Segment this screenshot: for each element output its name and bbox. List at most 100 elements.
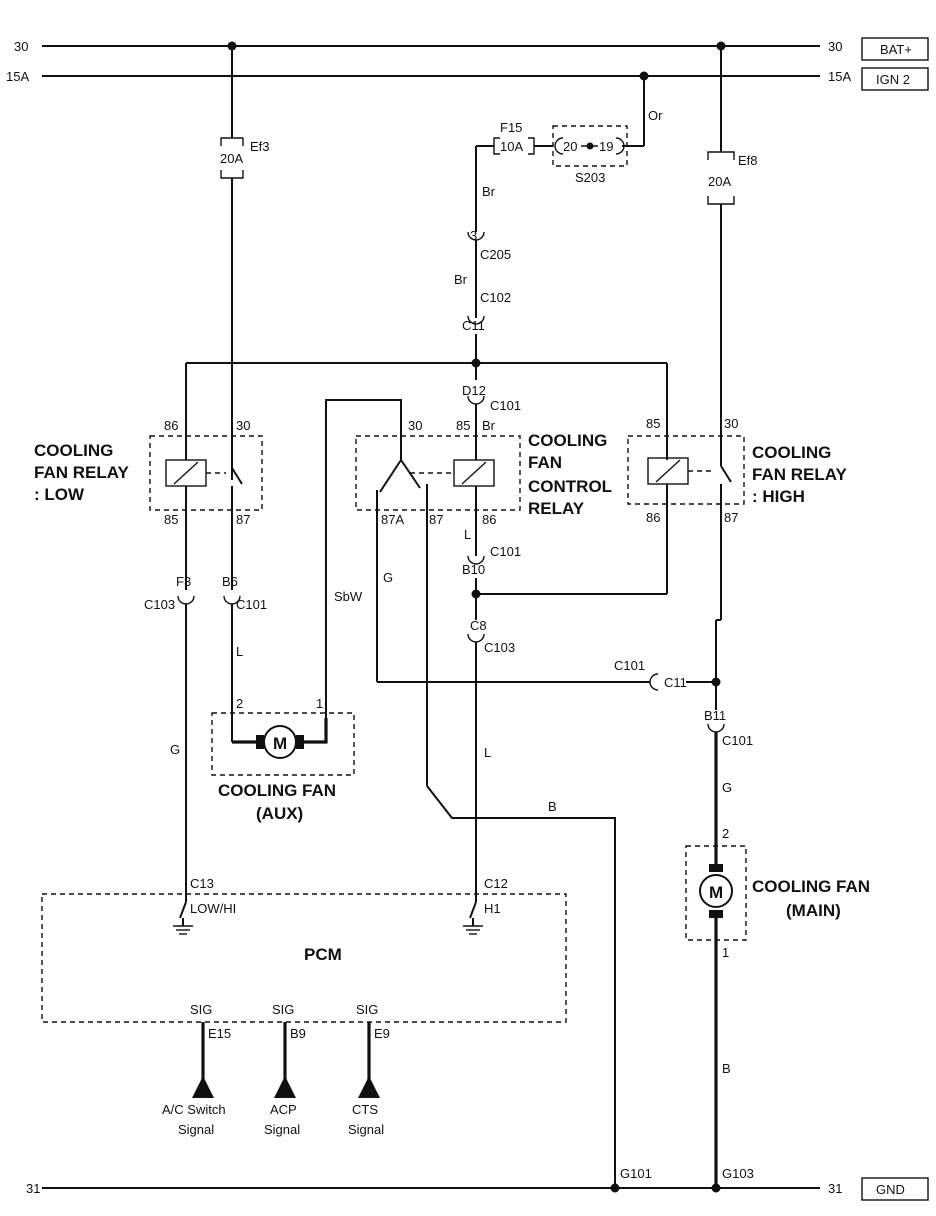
aux-motor-symbol: M (273, 734, 287, 753)
gnd-tag: GND (876, 1182, 905, 1197)
b-ground-path: B G101 (426, 785, 652, 1188)
control-86-path: L C101 B10 C8 C103 L (462, 510, 668, 896)
relay-ctrl-pin85: 85 (456, 418, 470, 433)
gnd-rail-right-label: 31 (828, 1181, 842, 1196)
b10-name: B10 (462, 562, 485, 577)
relay-high-pin85: 85 (646, 416, 660, 431)
s203-name: S203 (575, 170, 605, 185)
ef3-fuse: Ef3 20A (220, 46, 270, 480)
main-motor-symbol: M (709, 883, 723, 902)
c205-pin: 3 (470, 228, 477, 243)
b6-c101: C101 (236, 597, 267, 612)
bat-rail-left-label: 30 (14, 39, 28, 54)
b6-name: B6 (222, 574, 238, 589)
relay-high-pin30: 30 (724, 416, 738, 431)
main-fan-path: B11 C101 G 2 M 1 B G103 COOLING FAN (MAI… (685, 708, 870, 1188)
pcm-low-hi: LOW/HI (190, 901, 236, 916)
sig1-pin: E15 (208, 1026, 231, 1041)
pcm-h1: H1 (484, 901, 501, 916)
relay-ctrl-pin30: 30 (408, 418, 422, 433)
ign-rail-left-label: 15A (6, 69, 29, 84)
relay-low: 86 30 85 87 COOLING FAN RELAY : LOW (34, 418, 263, 527)
relay-feed-bus (185, 358, 668, 460)
d12-connector: D12 C101 Br (462, 383, 521, 460)
relay-low-title3: : LOW (34, 485, 85, 504)
ef3-name: Ef3 (250, 139, 270, 154)
sig2-name2: Signal (264, 1122, 300, 1137)
f3-c103: C103 (144, 597, 175, 612)
aux-title1: COOLING FAN (218, 781, 336, 800)
aux-pin1: 1 (316, 696, 323, 711)
gnd-rail: 31 31 GND (26, 1177, 929, 1201)
gnd-rail-left-label: 31 (26, 1181, 40, 1196)
pcm-sig-ac: SIG E15 A/C Switch Signal (162, 1002, 231, 1137)
low-relay-85-path: F3 C103 G (144, 510, 195, 896)
sig1-name1: A/C Switch (162, 1102, 226, 1117)
wire-g-low: G (170, 742, 180, 757)
pcm-module: PCM C13 LOW/HI C12 H1 SIG E15 A/C Switch… (41, 876, 567, 1137)
wire-b-ground: B (548, 799, 557, 814)
g-87a-path: G C101 C11 (377, 510, 722, 710)
wire-br-1: Br (482, 184, 496, 199)
relay-low-pin30: 30 (236, 418, 250, 433)
sig2-label: SIG (272, 1002, 294, 1017)
cooling-fan-aux: M 2 1 COOLING FAN (AUX) (211, 696, 355, 823)
wire-g-main: G (722, 780, 732, 795)
bat-rail: 30 30 BAT+ (14, 37, 929, 61)
relay-ctrl-title1: COOLING (528, 431, 607, 450)
s203-pin-b: 19 (599, 139, 613, 154)
wire-l-ctrl: L (464, 527, 471, 542)
f15-rating: 10A (500, 139, 523, 154)
ef8-fuse: Ef8 20A (707, 46, 758, 460)
pcm-title: PCM (304, 945, 342, 964)
relay-high: 85 30 86 87 COOLING FAN RELAY : HIGH (627, 416, 847, 525)
relay-high-pin87: 87 (724, 510, 738, 525)
c11-mid-c101: C101 (614, 658, 645, 673)
ign-feed: Or (622, 76, 663, 147)
aux-title2: (AUX) (256, 804, 303, 823)
c8-c103: C103 (484, 640, 515, 655)
relay-low-pin85: 85 (164, 512, 178, 527)
wire-b-main: B (722, 1061, 731, 1076)
relay-ctrl-title4: RELAY (528, 499, 585, 518)
relay-low-title2: FAN RELAY (34, 463, 129, 482)
wire-or-label: Or (648, 108, 663, 123)
ign-rail-right-label: 15A (828, 69, 851, 84)
relay-high-title2: FAN RELAY (752, 465, 847, 484)
relay-ctrl-pin87: 87 (429, 512, 443, 527)
relay-ctrl-title2: FAN (528, 453, 562, 472)
relay-high-title1: COOLING (752, 443, 831, 462)
d12-name: D12 (462, 383, 486, 398)
relay-low-title1: COOLING (34, 441, 113, 460)
wire-g-control: G (383, 570, 393, 585)
sig3-pin: E9 (374, 1026, 390, 1041)
sig3-name1: CTS (352, 1102, 378, 1117)
ign-rail: 15A 15A IGN 2 (6, 67, 929, 91)
f15-fuse: 10A F15 Br (475, 120, 553, 232)
aux-pin2: 2 (236, 696, 243, 711)
c102-name: C102 (480, 290, 511, 305)
sig1-name2: Signal (178, 1122, 214, 1137)
sig2-pin: B9 (290, 1026, 306, 1041)
relay-low-pin87: 87 (236, 512, 250, 527)
relay-control: 30 85 87A 87 86 COOLING FAN CONTROL RELA… (325, 399, 612, 786)
c11-top: C11 (462, 318, 485, 333)
pcm-sig-acp: SIG B9 ACP Signal (264, 1002, 306, 1137)
wire-l-h1: L (484, 745, 491, 760)
c205-c102-chain: 3 C205 Br C102 C11 (454, 228, 511, 380)
f15-name: F15 (500, 120, 522, 135)
s203-splice: 20 19 S203 (552, 125, 628, 185)
sig2-name1: ACP (270, 1102, 297, 1117)
g101-name: G101 (620, 1166, 652, 1181)
pcm-sig-cts: SIG E9 CTS Signal (348, 1002, 390, 1137)
g103-name: G103 (722, 1166, 754, 1181)
relay-ctrl-title3: CONTROL (528, 477, 612, 496)
f3-name: F3 (176, 574, 191, 589)
c11-mid-name: C11 (664, 675, 687, 690)
sig1-label: SIG (190, 1002, 212, 1017)
d12-c101: C101 (490, 398, 521, 413)
relay-high-title3: : HIGH (752, 487, 805, 506)
wire-l-aux: L (236, 644, 243, 659)
relay-ctrl-pin86: 86 (482, 512, 496, 527)
low-relay-87-path: B6 C101 L SbW (222, 510, 363, 742)
